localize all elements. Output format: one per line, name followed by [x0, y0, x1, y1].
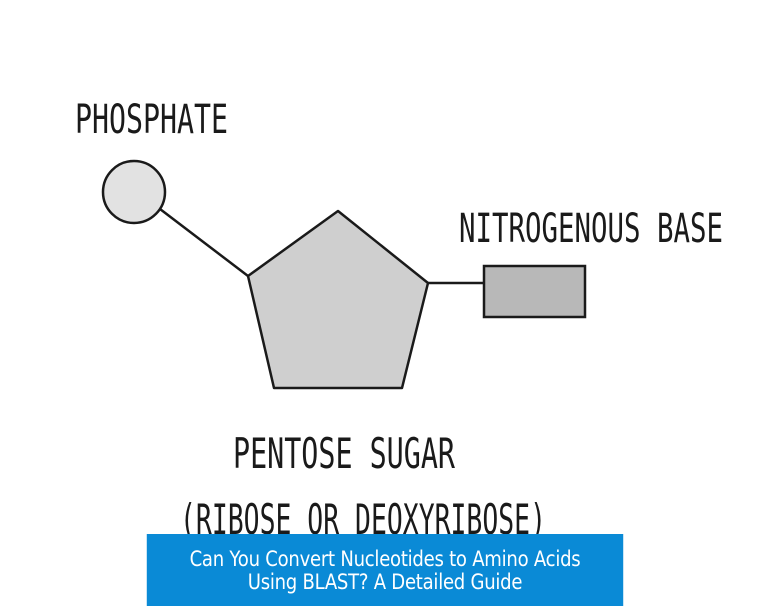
- article-title-line-2: Using BLAST? A Detailed Guide: [247, 570, 523, 594]
- article-title-line-1: Can You Convert Nucleotides to Amino Aci…: [189, 547, 581, 571]
- pentose-sugar-pentagon: [246, 209, 430, 390]
- phosphate-label: PHOSPHATE: [75, 97, 228, 143]
- article-title-banner: Can You Convert Nucleotides to Amino Aci…: [146, 534, 624, 606]
- nitrogenous-base-label: NITROGENOUS BASE: [459, 206, 723, 252]
- phosphate-sugar-bond: [158, 207, 250, 278]
- phosphate-circle: [101, 159, 167, 225]
- nitrogenous-base-rectangle: [482, 264, 587, 319]
- pentose-sugar-label: PENTOSE SUGAR: [233, 429, 455, 478]
